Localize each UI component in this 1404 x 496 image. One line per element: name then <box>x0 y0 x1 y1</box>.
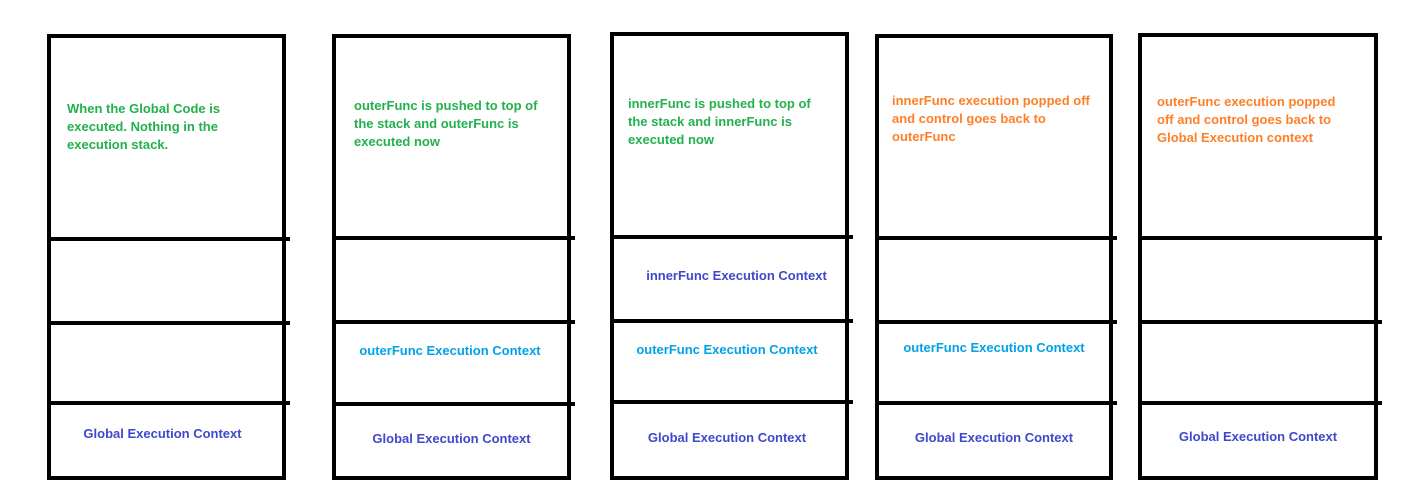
stack-4-description: innerFunc execution popped off and contr… <box>892 93 1090 144</box>
stack-1-description: When the Global Code is executed. Nothin… <box>67 101 221 152</box>
innerfunc-execution-context: innerFunc Execution Context <box>646 268 827 283</box>
stack-5-divider-3 <box>1138 401 1382 405</box>
stack-3-divider-3 <box>610 400 853 404</box>
global-execution-context: Global Execution Context <box>372 431 531 446</box>
execution-stack-3: innerFunc is pushed to top of the stack … <box>610 32 853 480</box>
execution-stack-5: outerFunc execution popped off and contr… <box>1138 33 1382 480</box>
stack-1-divider-1 <box>47 237 290 241</box>
stack-5-divider-2 <box>1138 320 1382 324</box>
stack-3-divider-2 <box>610 319 853 323</box>
stack-4-divider-1 <box>875 236 1117 240</box>
stack-2-divider-1 <box>332 236 575 240</box>
outerfunc-execution-context: outerFunc Execution Context <box>359 343 541 358</box>
stack-5-description: outerFunc execution popped off and contr… <box>1157 94 1336 145</box>
stack-4-divider-3 <box>875 401 1117 405</box>
outerfunc-execution-context: outerFunc Execution Context <box>903 340 1085 355</box>
global-execution-context: Global Execution Context <box>914 430 1074 445</box>
global-execution-context: Global Execution Context <box>83 426 242 441</box>
stack-2-divider-2 <box>332 320 575 324</box>
global-execution-context: Global Execution Context <box>1178 429 1338 444</box>
stack-1-divider-3 <box>47 401 290 405</box>
stack-4-divider-2 <box>875 320 1117 324</box>
stack-2-description: outerFunc is pushed to top of the stack … <box>354 98 538 149</box>
execution-stack-1: When the Global Code is executed. Nothin… <box>47 34 290 480</box>
stack-1-divider-2 <box>47 321 290 325</box>
stack-2-divider-3 <box>332 402 575 406</box>
stack-5-divider-1 <box>1138 236 1382 240</box>
outerfunc-execution-context: outerFunc Execution Context <box>636 342 818 357</box>
global-execution-context: Global Execution Context <box>647 430 807 445</box>
stack-3-description: innerFunc is pushed to top of the stack … <box>628 96 811 147</box>
execution-stack-4: innerFunc execution popped off and contr… <box>875 34 1117 480</box>
stack-3-divider-1 <box>610 235 853 239</box>
execution-stack-2: outerFunc is pushed to top of the stack … <box>332 34 575 480</box>
